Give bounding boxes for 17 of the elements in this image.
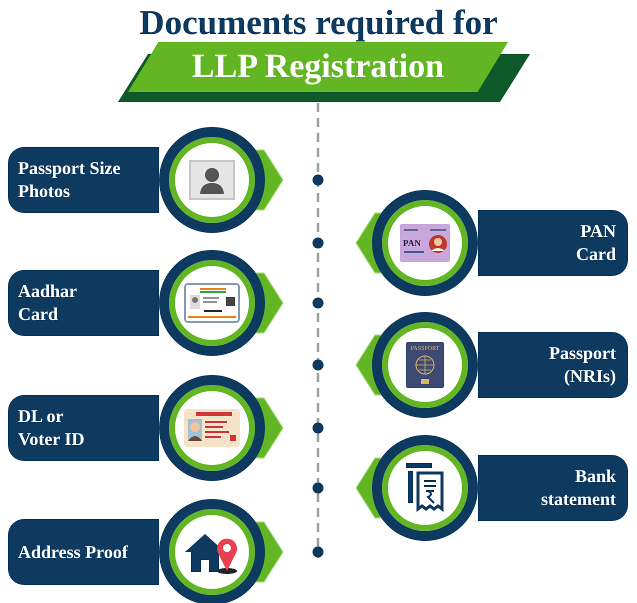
title: Documents required for (138, 2, 499, 44)
item-label: Aadhar Card (18, 280, 78, 326)
label-bar (8, 147, 159, 213)
card-text: PAN (403, 238, 421, 248)
item-label: Passport (NRIs) (548, 342, 616, 388)
item-label: Passport Size Photos (18, 157, 122, 203)
item-label: Address Proof (18, 540, 128, 564)
item-label: DL or Voter ID (18, 405, 86, 451)
label-bar (8, 270, 159, 336)
item-label: PAN Card (575, 220, 616, 266)
label-bar (478, 332, 628, 398)
banner-text: LLP Registration (192, 47, 444, 87)
label-bar (478, 455, 628, 521)
label-bar (8, 519, 159, 585)
item-label: Bank statement (540, 465, 616, 511)
label-bar (478, 210, 628, 276)
label-bar (8, 395, 159, 461)
